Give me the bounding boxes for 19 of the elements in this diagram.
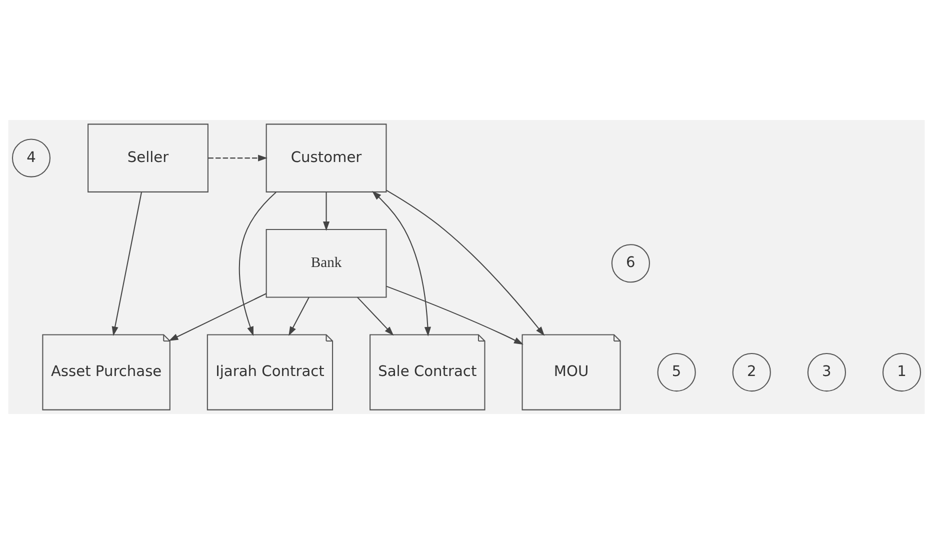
arrow: [112, 192, 142, 336]
node-circle: 3: [807, 352, 846, 392]
arrow: [372, 190, 432, 336]
arrow: [288, 296, 310, 336]
node-circle: 2: [732, 352, 771, 392]
arrow: [357, 296, 394, 336]
arrow: [208, 154, 268, 161]
arrow: [238, 191, 276, 336]
node-circle: 1: [882, 352, 922, 392]
arrow: [322, 192, 330, 230]
arrow: [168, 292, 266, 340]
node-box: Bank: [266, 228, 387, 298]
node-circle: 5: [657, 352, 696, 392]
arrow: [386, 285, 524, 344]
node-circle: 4: [12, 138, 51, 177]
node-box: Seller: [88, 123, 208, 192]
arrow: [386, 189, 545, 336]
node-box: Customer: [266, 123, 387, 192]
node-circle: 6: [611, 244, 650, 282]
